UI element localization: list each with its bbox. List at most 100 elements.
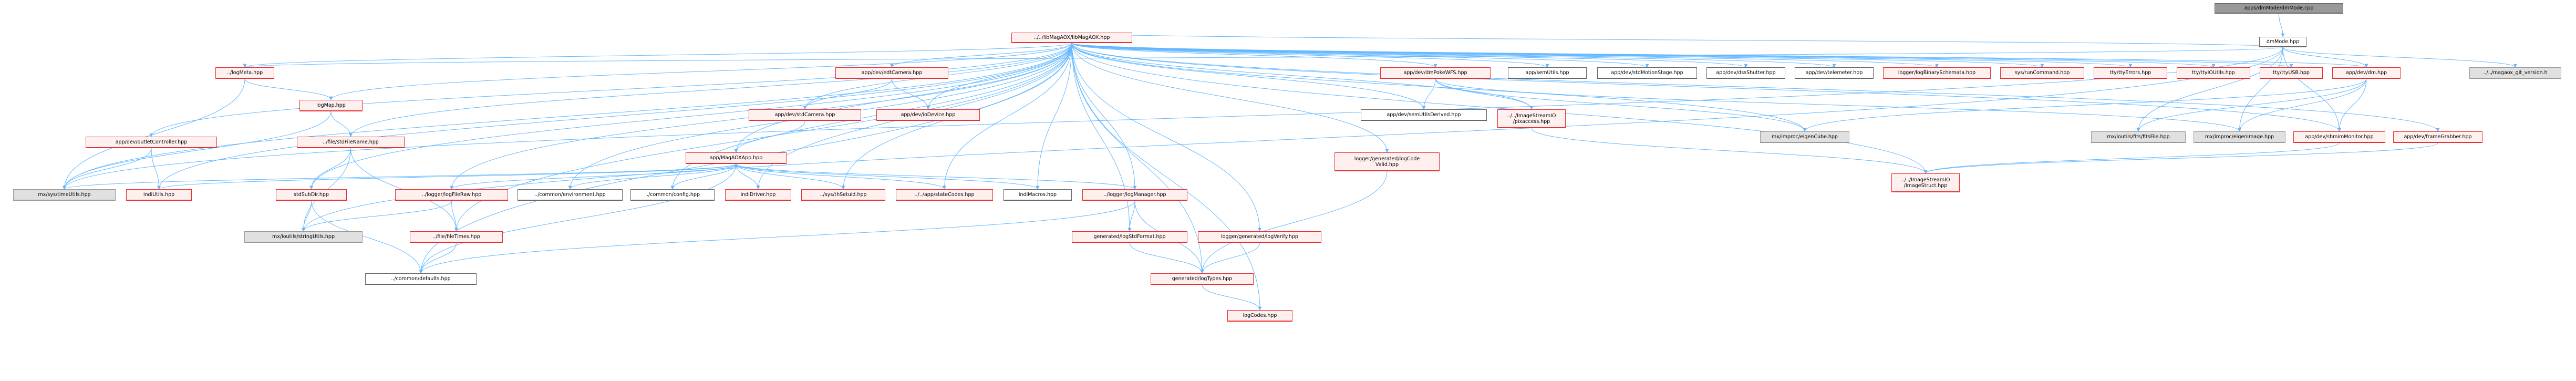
node-logmap[interactable]: logMap.hpp	[299, 100, 363, 111]
edge-libMagAOX-to-dmPokeWFS	[1071, 43, 1437, 68]
edge-libMagAOX-to-telemeter	[1071, 43, 1836, 68]
edge-MagAOXApp-to-config	[670, 163, 737, 190]
edge-dmModeHpp-to-logMeta	[243, 47, 2283, 68]
node-sem-utils-derived[interactable]: app/dev/semUtilsDerived.hpp	[1361, 109, 1487, 121]
node-std-file-name[interactable]: ../file/stdFileName.hpp	[297, 137, 405, 148]
node-run-command[interactable]: sys/runCommand.hpp	[2000, 67, 2084, 79]
node-indi-utils[interactable]: indiUtils.hpp	[126, 189, 192, 201]
edge-logFileRaw-to-stringUtils	[302, 200, 452, 232]
edge-libMagAOX-to-logBinarySchemata	[1071, 43, 1939, 68]
node-time-utils[interactable]: mx/sys/timeUtils.hpp	[13, 189, 116, 201]
node-io-device[interactable]: app/dev/ioDevice.hpp	[876, 109, 980, 121]
node-log-verify[interactable]: logger/generated/logVerify.hpp	[1198, 231, 1321, 243]
edge-indiDriver-to-MagAOXApp	[734, 163, 759, 190]
edge-libMagAOX-to-ioDevice	[926, 43, 1072, 110]
node-telemeter[interactable]: app/dev/telemeter.hpp	[1795, 67, 1874, 79]
edge-MagAOXApp-to-indiMacros	[736, 163, 1040, 190]
node-tty-usb[interactable]: tty/ttyUSB.hpp	[2260, 67, 2323, 79]
node-std-camera[interactable]: app/dev/stdCamera.hpp	[749, 109, 861, 121]
edge-libMagAOX-to-logStdFormat	[1071, 43, 1132, 232]
node-string-utils[interactable]: mx/ioutils/stringUtils.hpp	[244, 231, 363, 243]
edge-stdFileName-to-stdSubDir	[309, 148, 351, 190]
edge-dmModeHpp-to-dmHpp	[2282, 47, 2368, 68]
edge-libMagAOX-to-logMap	[329, 43, 1072, 100]
node-th-setuid[interactable]: ../sys/thSetuid.hpp	[801, 189, 885, 201]
node-log-types[interactable]: generated/logTypes.hpp	[1151, 273, 1254, 285]
node-log-file-raw[interactable]: ../logger/logFileRaw.hpp	[395, 189, 508, 201]
node-environment[interactable]: ../common/environment.hpp	[518, 189, 623, 201]
node-tty-io-utils[interactable]: tty/ttyIOUtils.hpp	[2177, 67, 2250, 79]
edge-logVerify-to-logTypes	[1200, 242, 1260, 274]
node-defaults[interactable]: ../common/defaults.hpp	[365, 273, 477, 285]
node-log-code-valid[interactable]: logger/generated/logCode Valid.hpp	[1334, 152, 1440, 171]
node-log-codes[interactable]: logCodes.hpp	[1227, 310, 1292, 322]
edge-logMeta-to-logMap	[244, 78, 333, 100]
edge-libMagAOX-to-runCommand	[1071, 43, 2044, 68]
node-log-binary-schemata[interactable]: logger/logBinarySchemata.hpp	[1883, 67, 1991, 79]
edge-MagAOXApp-to-timeUtils	[63, 163, 737, 190]
node-state-codes[interactable]: ../../app/stateCodes.hpp	[896, 189, 993, 201]
edge-stdSubDir-to-stringUtils	[302, 200, 312, 232]
node-magaox-app[interactable]: app/MagAOXApp.hpp	[686, 152, 787, 164]
edge-outletController-to-timeUtils	[63, 148, 152, 190]
edge-libMagAOX-to-ttyIOUtils	[1071, 43, 2215, 68]
node-outlet-controller[interactable]: app/dev/outletController.hpp	[86, 137, 217, 148]
node-indi-macros[interactable]: indiMacros.hpp	[1003, 189, 1072, 201]
edge-logManager-to-logStdFormat	[1127, 200, 1135, 232]
edge-libMagAOX-to-logCodeValid	[1071, 43, 1389, 153]
node-log-manager[interactable]: ../logger/logManager.hpp	[1082, 189, 1187, 201]
edge-libMagAOX-to-logVerify	[1071, 43, 1261, 232]
node-dss-shutter[interactable]: app/dev/dssShutter.hpp	[1706, 67, 1785, 79]
node-config[interactable]: ../common/config.hpp	[630, 189, 715, 201]
node-std-motion-stage[interactable]: app/dev/stdMotionStage.hpp	[1597, 67, 1697, 79]
edge-MagAOXApp-to-stateCodes	[736, 163, 946, 190]
edge-libMagAOX-to-imageStruct	[1071, 43, 1928, 174]
node-dmmode-hpp[interactable]: dmMode.hpp	[2259, 37, 2306, 47]
edge-stdCamera-to-MagAOXApp	[734, 120, 805, 153]
node-dmmode-cpp[interactable]: apps/dmMode/dmMode.cpp	[2215, 3, 2343, 14]
edge-logMeta-to-timeUtils	[63, 78, 245, 190]
node-log-std-format[interactable]: generated/logStdFormat.hpp	[1072, 231, 1187, 243]
edge-libMagAOX-to-pixaccess	[1071, 43, 1534, 110]
edge-MagAOXApp-to-environment	[568, 163, 737, 190]
edge-libMagAOX-to-stdMotionStage	[1071, 43, 1649, 68]
node-pixaccess[interactable]: ../../ImageStreamIO /pixaccess.hpp	[1497, 109, 1566, 128]
edge-root-to-dmModeHpp	[2279, 13, 2285, 37]
edge-MagAOXApp-to-thSetuid	[736, 163, 845, 190]
edge-libMagAOX-to-outletController	[149, 43, 1072, 137]
node-edt-camera[interactable]: app/dev/edtCamera.hpp	[835, 67, 948, 79]
edge-libMagAOX-to-shmimMonitor	[1071, 43, 2341, 132]
node-libmagaox-hpp[interactable]: ../../libMagAOX/libMagAOX.hpp	[1011, 33, 1132, 43]
edge-dmModeHpp-to-shmimMonitor	[2282, 47, 2341, 132]
node-dm-hpp[interactable]: app/dev/dm.hpp	[2332, 67, 2401, 79]
edge-MagAOXApp-to-defaults	[419, 163, 737, 274]
node-eigen-cube[interactable]: mx/improc/eigenCube.hpp	[1760, 131, 1849, 143]
edge-libMagAOX-to-semUtilsDerived	[1071, 43, 1426, 110]
node-dm-poke-wfs[interactable]: app/dev/dmPokeWFS.hpp	[1380, 67, 1491, 79]
edge-fileTimes-to-defaults	[419, 242, 457, 274]
node-eigen-image[interactable]: mx/improc/eigenImage.hpp	[2194, 131, 2285, 143]
edge-libMagAOX-to-config	[670, 43, 1072, 190]
node-fits-file[interactable]: mx/ioutils/fits/fitsFile.hpp	[2091, 131, 2186, 143]
node-file-times[interactable]: ../file/fileTimes.hpp	[410, 231, 503, 243]
edge-logCodeValid-to-logTypes	[1200, 171, 1388, 274]
edge-logManager-to-defaults	[419, 200, 1135, 274]
node-sem-utils[interactable]: app/semUtils.hpp	[1508, 67, 1587, 79]
node-logmeta[interactable]: ../logMeta.hpp	[215, 67, 274, 79]
edge-libMagAOX-to-stateCodes	[943, 43, 1072, 190]
edge-edtCamera-to-ioDevice	[892, 78, 930, 110]
node-std-sub-dir[interactable]: stdSubDir.hpp	[276, 189, 347, 201]
edge-MagAOXApp-to-indiUtils	[157, 163, 737, 190]
edge-dmPokeWFS-to-semUtilsDerived	[1422, 78, 1436, 110]
edge-libMagAOX-to-dmHpp	[1071, 43, 2368, 68]
node-magaox-git-version[interactable]: ../../magaox_git_version.h	[2469, 67, 2561, 79]
edge-dmModeHpp-to-gitVersion	[2282, 47, 2517, 68]
edge-libMagAOX-to-logCodes	[1071, 43, 1262, 311]
node-image-struct[interactable]: ../../ImageStreamIO /ImageStruct.hpp	[1891, 173, 1960, 192]
node-tty-errors[interactable]: tty/ttyErrors.hpp	[2094, 67, 2167, 79]
edge-libMagAOX-to-eigenCube	[1071, 43, 1807, 132]
node-frame-grabber[interactable]: app/dev/frameGrabber.hpp	[2393, 131, 2482, 143]
node-shmim-monitor[interactable]: app/dev/shmimMonitor.hpp	[2293, 131, 2385, 143]
node-indi-driver[interactable]: indiDriver.hpp	[725, 189, 791, 201]
edge-dmHpp-to-shmimMonitor	[2337, 78, 2367, 132]
